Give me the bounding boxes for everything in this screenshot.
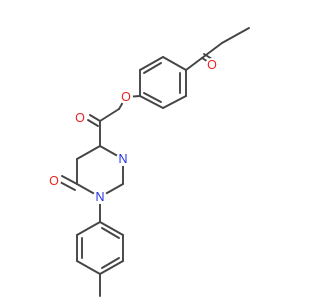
- bond: [139, 56, 164, 71]
- molecule-canvas: O O O N O N: [47, 27, 250, 297]
- bond: [143, 62, 162, 74]
- bond: [162, 95, 187, 109]
- ketone-oxygen: O: [205, 58, 219, 72]
- bond: [99, 221, 124, 236]
- structure-diagram: O O O N O N: [47, 27, 250, 297]
- acyl-oxygen: O: [73, 111, 87, 125]
- bond: [162, 56, 187, 71]
- bond: [59, 181, 76, 191]
- bond: [143, 92, 162, 103]
- atom-label-layer: O O O N O N: [47, 58, 219, 204]
- bond: [87, 119, 99, 127]
- ether-oxygen-label: O: [121, 90, 131, 104]
- bond: [139, 95, 164, 109]
- lactam-oxygen-label: O: [49, 174, 59, 188]
- aryl-nitrogen-label: N: [95, 190, 104, 204]
- bond: [99, 260, 124, 275]
- acyl-oxygen-label: O: [75, 111, 85, 125]
- aryl-nitrogen: N: [93, 190, 107, 204]
- bond: [61, 175, 78, 185]
- bond: [76, 260, 101, 275]
- bond: [76, 145, 101, 160]
- bond: [89, 114, 101, 122]
- acyl-nitrogen: N: [116, 152, 130, 166]
- bond: [201, 42, 223, 59]
- bond: [76, 221, 101, 236]
- bond-layer: [59, 27, 250, 297]
- ether-oxygen: O: [119, 90, 133, 104]
- bond: [101, 227, 120, 239]
- bond: [185, 57, 203, 71]
- bond: [101, 257, 120, 269]
- acyl-nitrogen-label: N: [118, 152, 127, 166]
- bond: [99, 108, 120, 122]
- bond: [221, 27, 250, 44]
- ketone-oxygen-label: O: [207, 58, 217, 72]
- lactam-oxygen: O: [47, 174, 61, 188]
